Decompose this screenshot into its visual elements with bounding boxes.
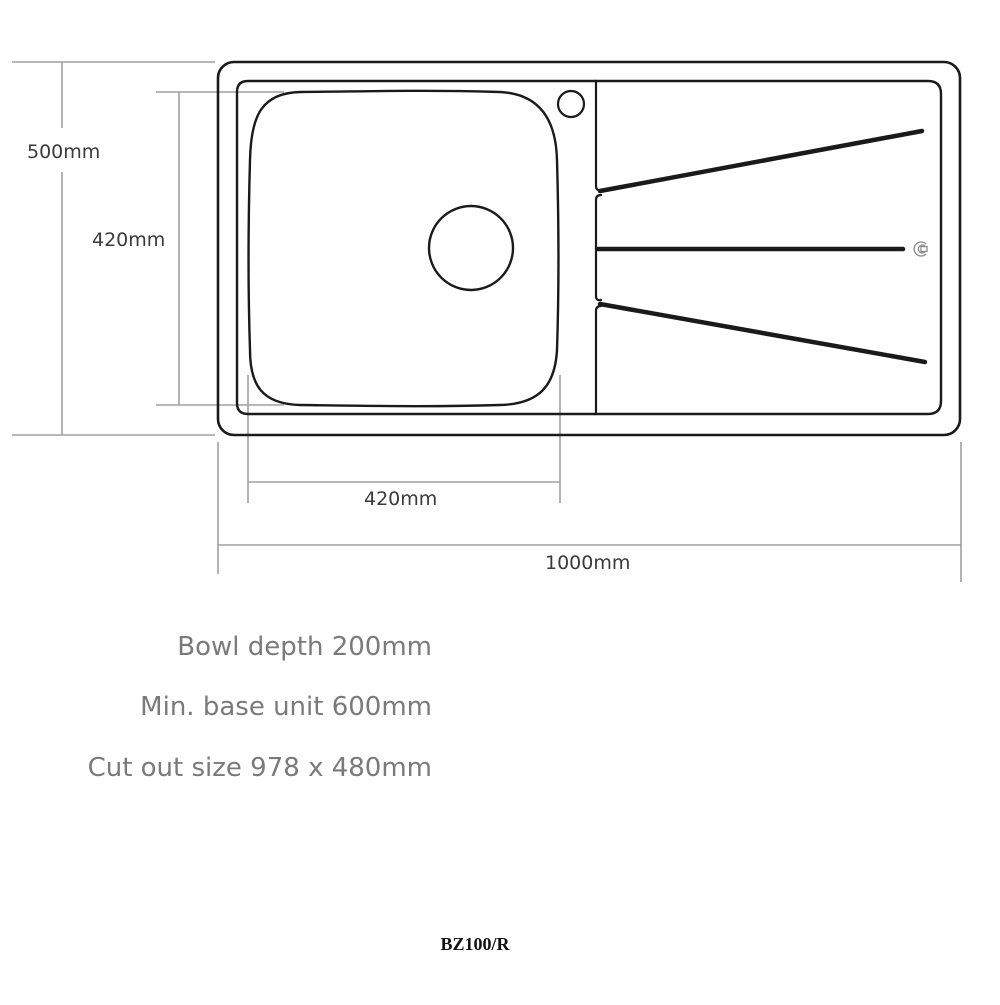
spec-bowl-depth: Bowl depth 200mm xyxy=(177,632,432,662)
sink-outlines xyxy=(216,60,962,437)
outer-rim xyxy=(216,60,962,437)
dim-label-bowl-height: 420mm xyxy=(92,229,166,251)
dimension-lines xyxy=(12,61,962,582)
inner-rim-left xyxy=(235,79,597,416)
bowl-outline xyxy=(247,89,560,408)
drainer-groove-top xyxy=(597,128,925,194)
drainer-divider-bottom xyxy=(594,304,603,416)
spec-cut-out-size: Cut out size 978 x 480mm xyxy=(87,753,432,783)
logo-icon xyxy=(913,241,928,257)
model-code: BZ100/R xyxy=(440,934,510,954)
spec-min-base-unit: Min. base unit 600mm xyxy=(140,692,432,722)
tap-hole xyxy=(556,89,586,119)
dim-label-overall-height: 500mm xyxy=(27,141,101,163)
drainer-border xyxy=(593,79,943,416)
dim-label-overall-width: 1000mm xyxy=(545,552,631,574)
drainer-groove-bottom xyxy=(597,301,928,365)
dim-label-bowl-width: 420mm xyxy=(364,488,438,510)
waste-outlet xyxy=(427,204,515,292)
drainer-divider-top xyxy=(594,79,603,192)
